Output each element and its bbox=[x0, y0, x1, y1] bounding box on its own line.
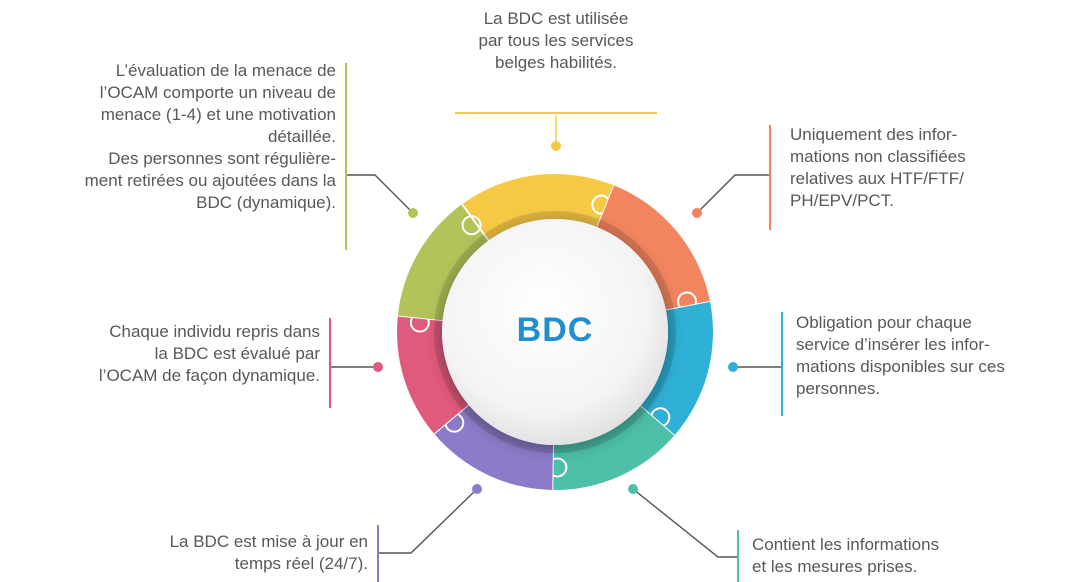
segment-blue bbox=[640, 301, 713, 436]
dot-left bbox=[373, 362, 383, 372]
dot-right bbox=[728, 362, 738, 372]
segment-teal bbox=[552, 406, 675, 490]
note-right: Obligation pour chaque service d’insérer… bbox=[796, 313, 1005, 398]
dot-top-left bbox=[408, 208, 418, 218]
dot-top-right bbox=[692, 208, 702, 218]
segment-yellow bbox=[462, 174, 615, 241]
segment-pink bbox=[397, 315, 469, 434]
ring-inner-shade bbox=[434, 211, 676, 453]
connector-bottom-left bbox=[378, 488, 478, 554]
note-left: Chaque individu repris dans la BDC est é… bbox=[98, 322, 320, 385]
segment-orange bbox=[597, 185, 711, 311]
note-bottom-left: La BDC est mise à jour en temps réel (24… bbox=[169, 532, 368, 573]
connector-bottom-right bbox=[632, 488, 738, 558]
note-bottom-right: Contient les informations et les mesures… bbox=[752, 535, 940, 576]
puzzle-ring bbox=[397, 174, 713, 490]
connector-top-left bbox=[346, 174, 414, 214]
dot-bottom-left bbox=[472, 484, 482, 494]
connector-top-right bbox=[696, 174, 770, 214]
center-hub bbox=[442, 219, 668, 445]
dot-top bbox=[551, 141, 561, 151]
note-top-left: L’évaluation de la menace de l’OCAM comp… bbox=[84, 61, 336, 212]
segment-green-separator bbox=[461, 203, 490, 242]
dot-bottom-right bbox=[628, 484, 638, 494]
note-top-right: Uniquement des infor- mations non classi… bbox=[790, 125, 966, 210]
note-top: La BDC est utilisée par tous les service… bbox=[478, 9, 634, 72]
center-label: BDC bbox=[516, 311, 594, 349]
